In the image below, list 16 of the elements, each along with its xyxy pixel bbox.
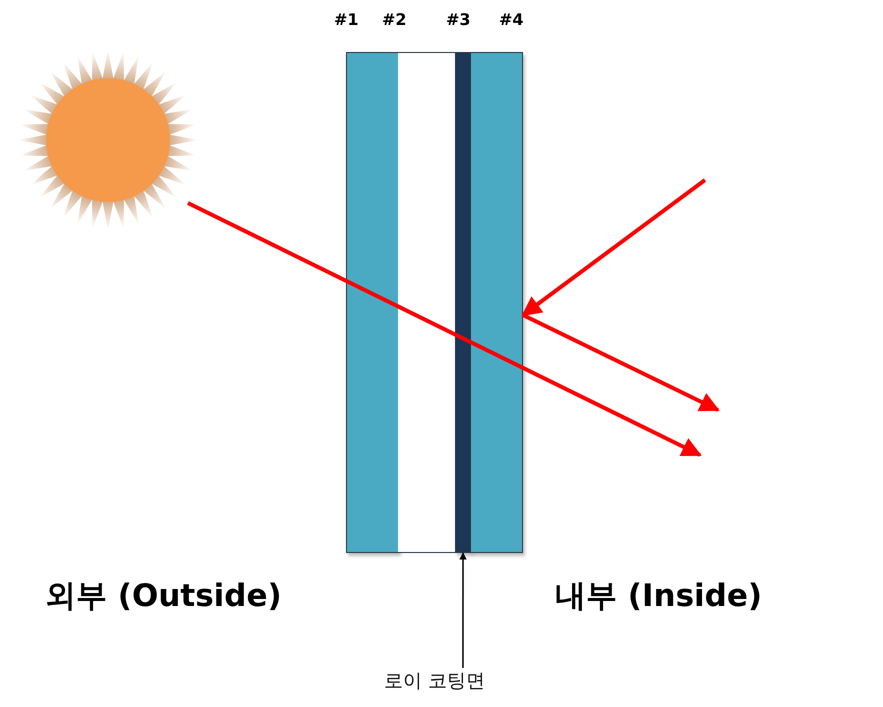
surface-number: #2	[382, 10, 407, 29]
coating-layer	[455, 52, 471, 553]
surface-number: #4	[499, 10, 524, 29]
light-ray-arrow	[522, 313, 720, 412]
sun-drawing	[18, 50, 198, 230]
light-ray-arrow	[187, 201, 702, 457]
surface-number: #3	[446, 10, 471, 29]
glass-pane	[346, 52, 399, 553]
leader-arrow	[459, 552, 467, 668]
air-gap	[398, 52, 455, 553]
light-ray-arrow	[521, 178, 706, 317]
coating-label: 로이 코팅면	[384, 668, 504, 696]
side-label: 내부 (Inside)	[555, 577, 762, 616]
side-label: 외부 (Outside)	[45, 577, 282, 616]
surface-number: #1	[334, 10, 359, 29]
glass-pane	[470, 52, 523, 553]
